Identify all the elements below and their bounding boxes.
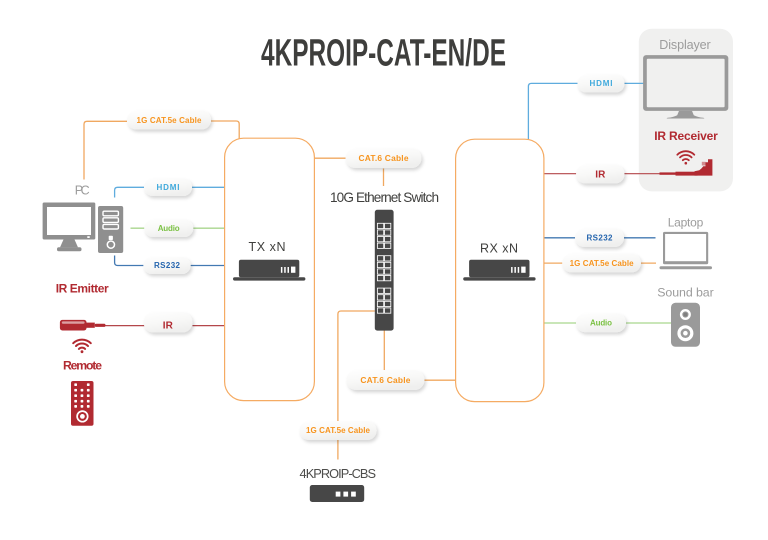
svg-text:1G CAT.5e Cable: 1G CAT.5e Cable (306, 426, 371, 435)
svg-text:RS232: RS232 (154, 261, 181, 270)
svg-text:HDMI: HDMI (157, 183, 180, 192)
svg-text:Audio: Audio (590, 319, 612, 328)
svg-text:RS232: RS232 (587, 234, 614, 243)
svg-text:1G CAT.5e Cable: 1G CAT.5e Cable (570, 259, 635, 268)
svg-text:4KPROIP-CBS: 4KPROIP-CBS (300, 466, 377, 481)
svg-text:IR Emitter: IR Emitter (56, 282, 109, 296)
svg-text:Laptop: Laptop (668, 216, 704, 230)
svg-text:PC: PC (75, 184, 90, 198)
svg-text:IR: IR (595, 170, 606, 181)
svg-text:HDMI: HDMI (590, 79, 613, 88)
svg-text:RX xN: RX xN (480, 242, 518, 256)
svg-text:10G Ethernet Switch: 10G Ethernet Switch (330, 190, 439, 205)
svg-text:1G CAT.5e Cable: 1G CAT.5e Cable (137, 116, 203, 125)
svg-text:Sound bar: Sound bar (657, 286, 714, 300)
svg-text:TX xN: TX xN (249, 240, 286, 254)
svg-text:Audio: Audio (158, 224, 180, 233)
svg-text:CAT.6 Cable: CAT.6 Cable (359, 153, 409, 163)
svg-text:CAT.6 Cable: CAT.6 Cable (360, 375, 410, 385)
svg-text:Remote: Remote (63, 358, 102, 372)
svg-text:IR: IR (163, 321, 174, 332)
svg-text:Displayer: Displayer (659, 38, 711, 52)
svg-text:4KPROIP-CAT-EN/DE: 4KPROIP-CAT-EN/DE (261, 33, 506, 75)
svg-text:IR Receiver: IR Receiver (654, 129, 718, 143)
